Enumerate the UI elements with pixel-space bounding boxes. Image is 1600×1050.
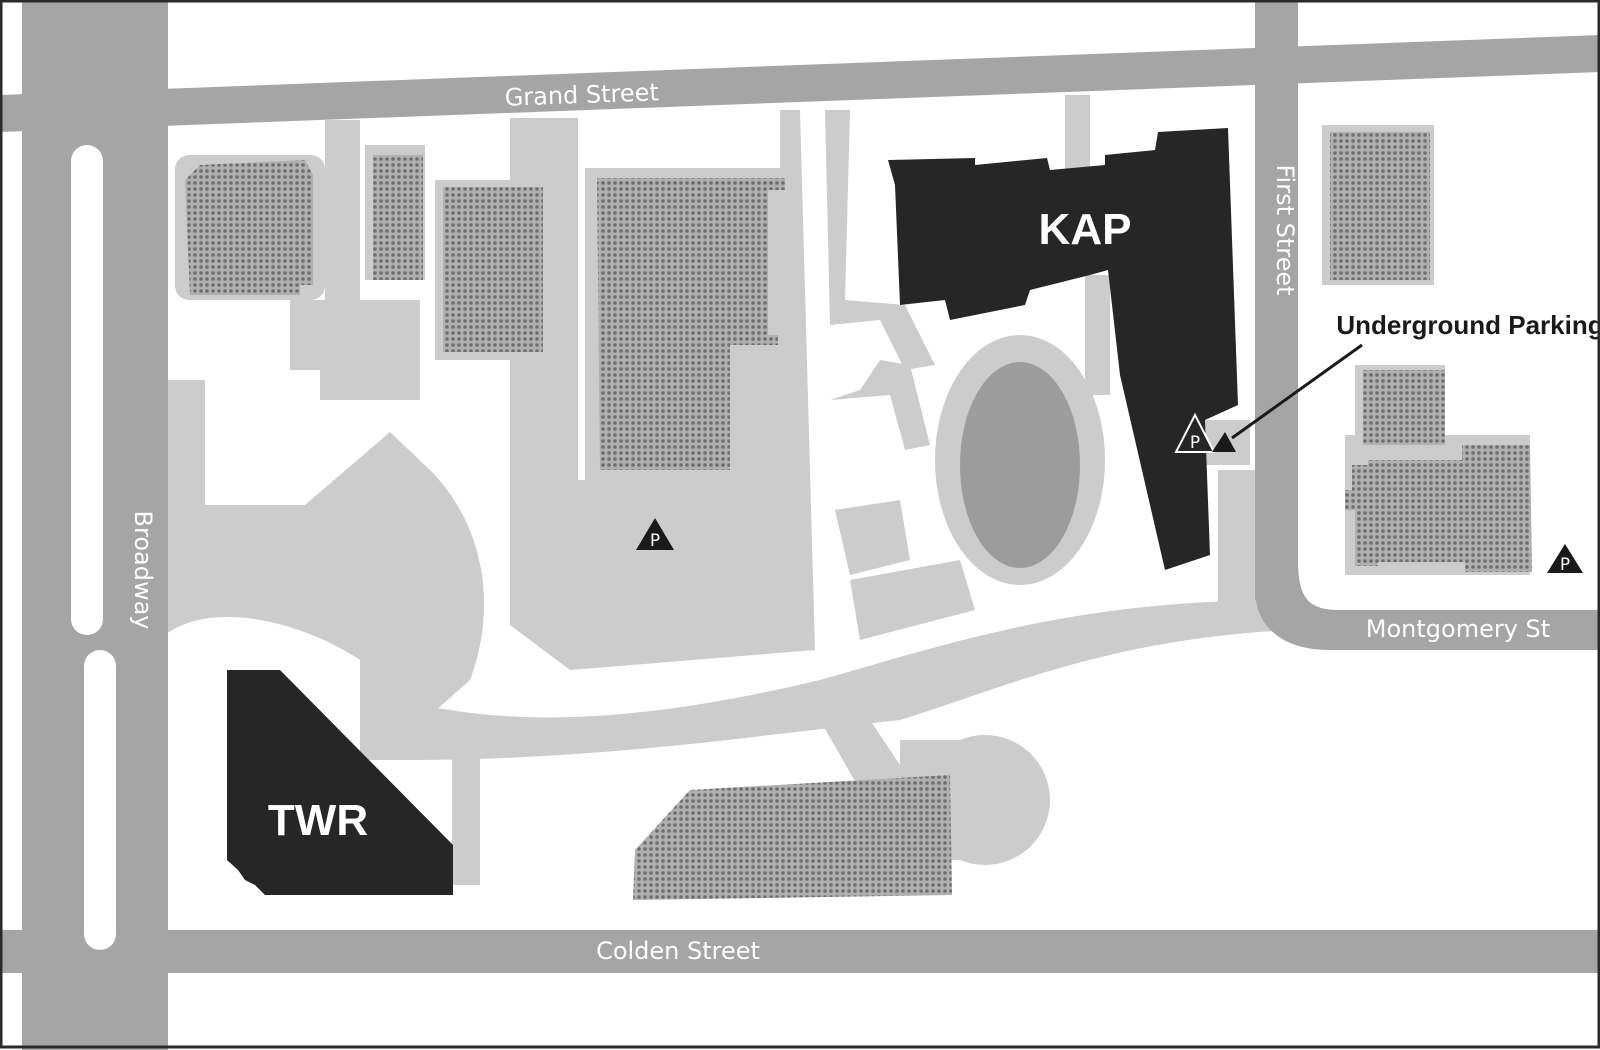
- parking-triangle-icon: P: [1547, 544, 1583, 575]
- colden-street-label: Colden Street: [596, 937, 760, 965]
- building-parking-garage: [597, 178, 785, 470]
- grand-street: [0, 35, 1600, 132]
- underground-parking-pointer: [1231, 343, 1363, 440]
- broadway-median-south: [84, 650, 116, 950]
- oval-lawn: [960, 362, 1080, 568]
- building-ne-3: [1345, 445, 1532, 572]
- building-nw-3: [443, 187, 543, 352]
- building-ne-2: [1363, 370, 1445, 445]
- building-kap: [888, 128, 1238, 570]
- first-street-label: First Street: [1271, 164, 1299, 295]
- grand-street-label: Grand Street: [504, 78, 659, 111]
- building-nw-2: [373, 155, 423, 280]
- broadway-median-north: [71, 145, 103, 635]
- colden-street: [0, 930, 1600, 973]
- building-nw-1: [185, 160, 313, 295]
- arrow-icon: [1212, 432, 1236, 452]
- building-kap-label: KAP: [1039, 205, 1132, 254]
- montgomery-street: [1255, 560, 1600, 650]
- broadway-label: Broadway: [129, 511, 157, 630]
- svg-text:P: P: [650, 531, 660, 551]
- building-twr: [227, 670, 453, 895]
- underground-parking-label: Underground Parking: [1336, 310, 1600, 340]
- svg-text:P: P: [1560, 555, 1570, 575]
- building-ne-1: [1330, 132, 1430, 280]
- dotted-buildings: [185, 132, 1532, 900]
- first-street: [1255, 0, 1298, 600]
- building-south: [633, 775, 952, 900]
- parking-triangle-icon: P: [636, 518, 674, 551]
- montgomery-street-label: Montgomery St: [1366, 615, 1550, 643]
- parking-triangle-icon: P: [1174, 412, 1216, 453]
- svg-text:P: P: [1190, 433, 1200, 453]
- building-twr-label: TWR: [268, 796, 368, 845]
